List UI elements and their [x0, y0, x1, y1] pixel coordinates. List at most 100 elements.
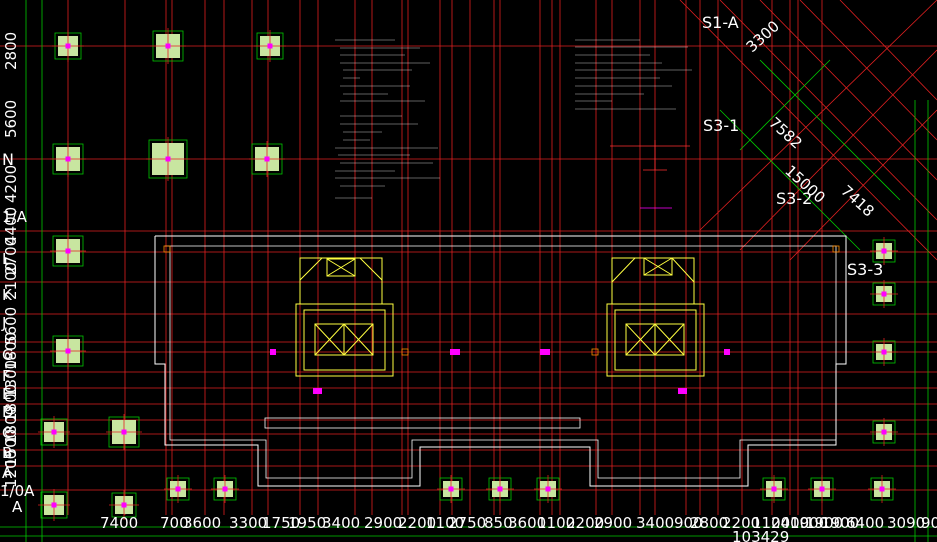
axis-label: 1/0A [0, 482, 35, 500]
axis-label: J [1, 314, 6, 332]
bottom-dimension: 900 [921, 514, 937, 532]
axis-label: D [2, 403, 14, 421]
bottom-dimension: 700 [160, 514, 189, 532]
bottom-dimension: 3400 [322, 514, 360, 532]
bottom-dimension: 2900 [364, 514, 402, 532]
left-dimension: 2100 [2, 262, 20, 300]
left-dimension: 1500 [2, 429, 20, 467]
bottom-dimension: 3600 [183, 514, 221, 532]
bottom-dimension: 1100 [426, 514, 464, 532]
left-dimension: 1300 [2, 360, 20, 398]
pile-cap [106, 414, 142, 450]
pile-cap [437, 475, 465, 503]
pile-cap [109, 490, 139, 520]
axis-label: L [2, 250, 11, 268]
axis-label: F [2, 367, 11, 385]
pile-cap [50, 141, 86, 177]
bottom-dimension: 3600 [508, 514, 546, 532]
pile-cap [50, 333, 86, 369]
left-dimension: 1800 [2, 406, 20, 444]
pile-cap [808, 475, 836, 503]
pile-cap [52, 30, 84, 62]
axis-label: B [2, 444, 12, 462]
bottom-dimension: 850 [484, 514, 513, 532]
axis-label: E [2, 385, 11, 403]
general-notes-left [335, 39, 440, 199]
pile-cap [870, 418, 898, 446]
bottom-dimension: 2750 [448, 514, 486, 532]
pile-cap [870, 280, 898, 308]
left-dimension: 4200 [2, 165, 20, 203]
pile-cap [146, 137, 190, 181]
detail-symbol [610, 140, 690, 209]
left-dimension-texts: 2800560042004400270021005600180013001800… [2, 32, 20, 488]
diagonal-dimension-lines [719, 59, 901, 251]
bottom-dimension: 2900 [594, 514, 632, 532]
bottom-dimension: 1900 [821, 514, 859, 532]
pile-cap [249, 141, 285, 177]
left-dimension: 1800 [2, 332, 20, 370]
pile-cap [164, 475, 192, 503]
axis-label: G [2, 346, 14, 364]
axis-label: 1/A [2, 208, 28, 226]
bottom-total-dimension: 103429 [732, 528, 789, 542]
pile-cap [868, 475, 896, 503]
section-label: S3-1 [703, 116, 739, 135]
bottom-dimension: 1750 [262, 514, 300, 532]
axis-label: C [2, 424, 12, 442]
axis-label: A [2, 464, 13, 482]
pile-cap [38, 416, 70, 448]
left-dimension: 1200 [2, 450, 20, 488]
bottom-dimension: 2800 [690, 514, 728, 532]
bottom-dimension: 1900 [790, 514, 828, 532]
pile-caps [38, 28, 898, 521]
ramp-notch [264, 417, 581, 429]
bottom-dimension: 900 [674, 514, 703, 532]
left-dimension: 2700 [2, 237, 20, 275]
bottom-dimension: 1900 [805, 514, 843, 532]
bottom-dimension: 3090 [887, 514, 925, 532]
column-markers [163, 245, 840, 394]
building-outline [154, 235, 847, 487]
bottom-dimension: 2200 [722, 514, 760, 532]
axis-label: N [2, 150, 14, 169]
pile-cap [870, 338, 898, 366]
bottom-dimension: 6400 [846, 514, 884, 532]
section-label: S3-2 [776, 189, 812, 208]
left-dimension: 5600 [2, 100, 20, 138]
bottom-dimension: 2400 [771, 514, 809, 532]
section-label: S1-A [702, 13, 739, 32]
bottom-dimension: 1100 [752, 514, 790, 532]
pile-cap [38, 489, 70, 521]
left-dimension: 5600 [2, 307, 20, 345]
diagonal-grid [679, 0, 937, 261]
left-axis-labels: N 1/A L K J G F E D C B A 1/0A A [0, 150, 35, 516]
pile-cap [486, 475, 514, 503]
bottom-dimension: 3300 [229, 514, 267, 532]
axis-label: A [12, 498, 23, 516]
bottom-dimension: 2200 [398, 514, 436, 532]
core-right [606, 257, 705, 377]
core-left [295, 257, 394, 377]
bottom-dimension: 2200 [566, 514, 604, 532]
left-dimension: 1800 [2, 384, 20, 422]
pile-cap [254, 30, 286, 62]
building-inner-outline [165, 245, 837, 479]
pile-cap [150, 28, 186, 64]
pile-cap [50, 233, 86, 269]
pile-cap [211, 475, 239, 503]
left-dimension: 4400 [2, 207, 20, 245]
pile-cap [760, 475, 788, 503]
section-label: S3-3 [847, 260, 883, 279]
axis-label: K [2, 286, 13, 304]
bottom-dimension: 7400 [100, 514, 138, 532]
pile-cap [534, 475, 562, 503]
section-labels: S1-A S3-1 S3-2 S3-3 [702, 13, 883, 279]
general-notes-right [575, 39, 692, 110]
bottom-dimension: 1950 [288, 514, 326, 532]
bottom-dimension: 1100 [537, 514, 575, 532]
